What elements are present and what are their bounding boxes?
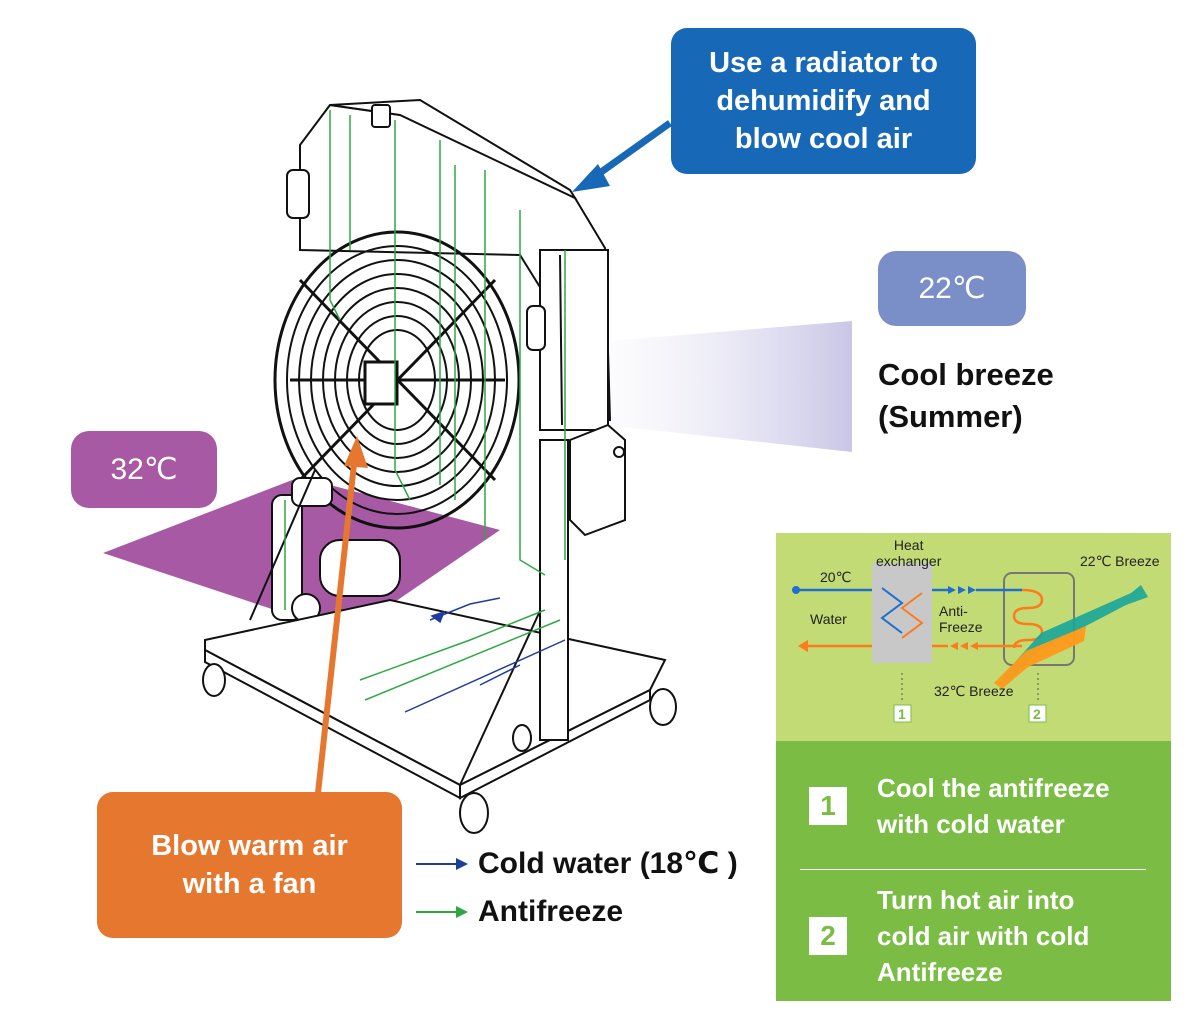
radiator-body — [286, 98, 612, 431]
radiator-callout: Use a radiator to dehumidify and blow co… — [671, 28, 976, 174]
heat-exchanger-box — [872, 563, 932, 663]
process-inset: Heat exchanger 20℃ Water Anti- Freeze 22… — [776, 533, 1171, 1001]
antifreeze-inset-label: Anti- Freeze — [939, 603, 983, 635]
in-breeze-label: 32℃ Breeze — [934, 683, 1014, 699]
step-item: 2 Turn hot air into cold air with cold A… — [776, 881, 1171, 991]
water-label: Water — [810, 611, 847, 627]
green-arrow-icon — [416, 906, 468, 918]
step-description: Cool the antifreeze with cold water — [877, 773, 1110, 839]
cool-breeze-label: Cool breeze (Summer) — [878, 357, 1054, 434]
hot-air-temp-badge: 32℃ — [71, 431, 217, 508]
fan-pointer-arrow — [315, 436, 368, 794]
cold-water-flow-lines — [404, 597, 566, 713]
fan-callout: Blow warm air with a fan — [97, 792, 402, 938]
step-description: Turn hot air into cold air with cold Ant… — [877, 885, 1090, 987]
heat-exchanger-label: Heat exchanger — [876, 537, 942, 569]
step-divider — [800, 869, 1146, 870]
antifreeze-flow-lines — [284, 110, 566, 701]
water-temp-label: 20℃ — [820, 569, 852, 585]
cool-air-plume — [560, 321, 852, 452]
legend-antifreeze-label: Antifreeze — [478, 895, 624, 928]
inset-marker-2: 2 — [1033, 706, 1041, 722]
blue-arrow-icon — [416, 857, 468, 870]
legend-cold-water: Cold water (18℃ ) — [416, 846, 738, 881]
legend-cold-water-label: Cold water (18℃ ) — [478, 847, 738, 880]
inset-schematic-drawing — [792, 563, 1148, 723]
inset-schematic: Heat exchanger 20℃ Water Anti- Freeze 22… — [776, 533, 1171, 741]
caster-wheels — [202, 663, 677, 834]
step-item: 1 Cool the antifreeze with cold water — [776, 761, 1171, 851]
inset-steps: 1 Cool the antifreeze with cold water 2 … — [776, 741, 1171, 1001]
fan-grille — [273, 230, 521, 530]
radiator-pointer-arrow — [572, 120, 673, 192]
legend-antifreeze: Antifreeze — [416, 895, 623, 929]
step-number-badge: 1 — [809, 787, 847, 825]
inset-marker-1: 1 — [898, 706, 906, 722]
out-breeze-label: 22℃ Breeze — [1080, 553, 1160, 569]
control-box — [569, 423, 626, 537]
cool-air-temp-badge: 22℃ — [878, 251, 1026, 326]
step-number-badge: 2 — [809, 917, 847, 955]
